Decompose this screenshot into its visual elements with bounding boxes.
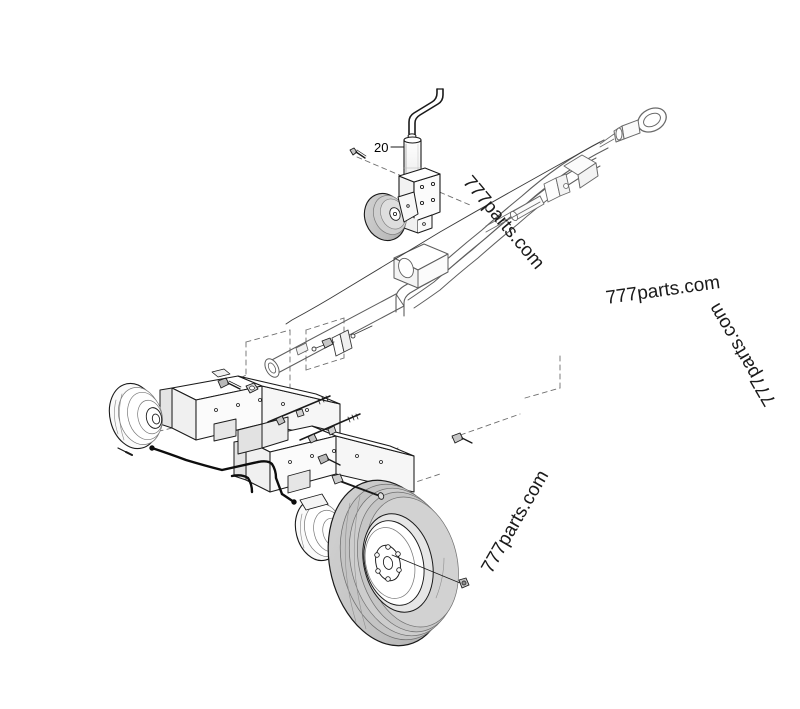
threaded-rod-upper	[267, 395, 331, 426]
brake-cable	[285, 141, 601, 357]
tire-wheel-assembly	[327, 479, 459, 647]
hydraulic-brake-line-fittings	[149, 445, 297, 505]
brake-drum-left	[108, 382, 163, 456]
callout-label-20: 20	[374, 140, 389, 155]
coupler-shank	[599, 119, 641, 148]
draw-bar-tube	[264, 293, 405, 378]
jack-mount-bolt	[349, 147, 367, 159]
hex-bolt-right-beam	[451, 432, 473, 444]
jack-crank-handle	[407, 88, 444, 139]
hex-nut-frame	[245, 382, 259, 394]
draw-bar-clamp-bolt	[321, 337, 334, 349]
lug-nut	[391, 554, 470, 589]
caster-wheel	[363, 191, 419, 242]
long-shoulder-bolt	[331, 473, 385, 500]
axle-mid-bracket	[237, 416, 289, 455]
tow-bar-a-frame	[395, 139, 609, 317]
hex-bolt-rear-frame	[317, 453, 341, 466]
tow-bar-tongue-box	[393, 243, 449, 289]
threaded-rod-lower	[299, 413, 361, 444]
lunette-eye-hitch	[637, 107, 667, 133]
hex-bolt-frame	[217, 377, 242, 390]
